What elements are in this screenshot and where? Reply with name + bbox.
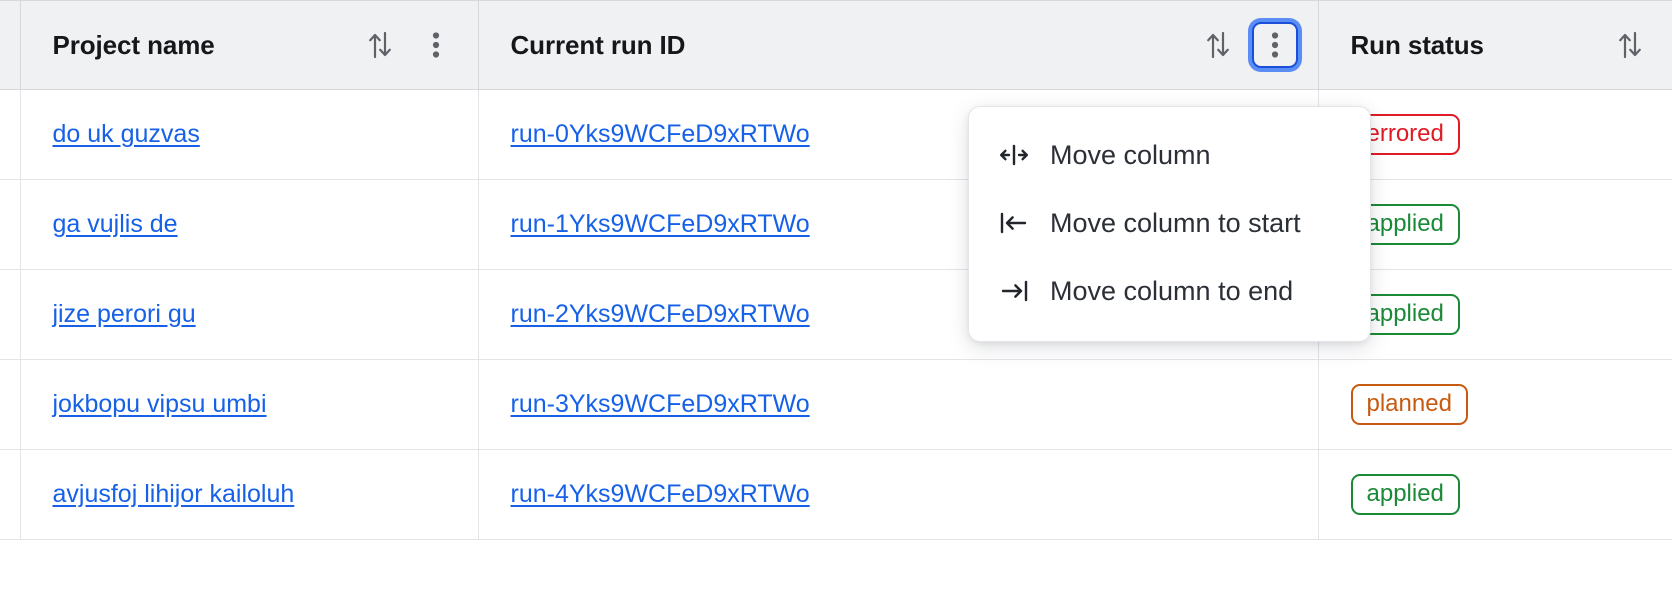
column-header-project-name[interactable]: Project name <box>20 0 479 90</box>
column-header-current-run-id[interactable]: Current run ID <box>478 0 1319 90</box>
table-row: ga vujlis de run-1Yks9WCFeD9xRTWo applie… <box>0 179 1672 270</box>
cell-run-status: planned <box>1318 359 1672 450</box>
cell-run-status: applied <box>1318 449 1672 540</box>
project-name-link[interactable]: jokbopu vipsu umbi <box>52 390 267 418</box>
arrow-to-end-icon <box>999 280 1029 302</box>
projects-table: Project name <box>0 0 1672 540</box>
cell-run-status: errored <box>1318 89 1672 180</box>
status-badge: errored <box>1350 114 1460 155</box>
table-body: do uk guzvas run-0Yks9WCFeD9xRTWo errore… <box>0 89 1672 540</box>
move-column-horizontal-icon <box>999 144 1029 166</box>
project-name-link[interactable]: avjusfoj lihijor kailoluh <box>52 480 295 508</box>
table-row: jokbopu vipsu umbi run-3Yks9WCFeD9xRTWo … <box>0 359 1672 450</box>
cell-run-status: applied <box>1318 179 1672 270</box>
table-row: jize perori gu run-2Yks9WCFeD9xRTWo appl… <box>0 269 1672 360</box>
column-title-current-run-id: Current run ID <box>510 29 686 60</box>
project-name-link[interactable]: do uk guzvas <box>52 120 200 148</box>
sort-updown-icon-run-status[interactable] <box>1608 23 1652 67</box>
cell-current-run-id: run-3Yks9WCFeD9xRTWo <box>478 359 1319 450</box>
project-name-link[interactable]: jize perori gu <box>52 300 196 328</box>
kebab-menu-icon-project-name[interactable] <box>414 23 458 67</box>
column-title-project-name: Project name <box>52 29 215 60</box>
row-selector-cell <box>0 359 21 450</box>
run-id-link[interactable]: run-4Yks9WCFeD9xRTWo <box>510 480 810 508</box>
status-badge: planned <box>1350 384 1468 425</box>
cell-current-run-id: run-4Yks9WCFeD9xRTWo <box>478 449 1319 540</box>
project-name-link[interactable]: ga vujlis de <box>52 210 178 238</box>
run-id-link[interactable]: run-1Yks9WCFeD9xRTWo <box>510 210 810 238</box>
sort-updown-icon-project-name[interactable] <box>358 23 402 67</box>
kebab-menu-icon-current-run-id[interactable] <box>1251 22 1298 68</box>
cell-run-status: applied <box>1318 269 1672 360</box>
cell-project-name: avjusfoj lihijor kailoluh <box>20 449 479 540</box>
run-id-link[interactable]: run-3Yks9WCFeD9xRTWo <box>510 390 810 418</box>
table-header: Project name <box>0 0 1672 90</box>
table-row: avjusfoj lihijor kailoluh run-4Yks9WCFeD… <box>0 449 1672 540</box>
row-selector-cell <box>0 89 21 180</box>
cell-project-name: ga vujlis de <box>20 179 479 270</box>
status-badge: applied <box>1350 474 1460 515</box>
menu-item-label: Move column to start <box>1050 207 1301 238</box>
sort-updown-icon-current-run-id[interactable] <box>1196 23 1240 67</box>
cell-project-name: do uk guzvas <box>20 89 479 180</box>
cell-project-name: jokbopu vipsu umbi <box>20 359 479 450</box>
menu-item-move-column-to-end[interactable]: Move column to end <box>969 257 1370 325</box>
row-selector-cell <box>0 449 21 540</box>
column-header-run-status[interactable]: Run status <box>1318 0 1672 90</box>
cell-project-name: jize perori gu <box>20 269 479 360</box>
run-id-link[interactable]: run-0Yks9WCFeD9xRTWo <box>510 120 810 148</box>
row-selector-cell <box>0 269 21 360</box>
table-row: do uk guzvas run-0Yks9WCFeD9xRTWo errore… <box>0 89 1672 180</box>
row-selector-header <box>0 0 21 90</box>
menu-item-label: Move column to end <box>1050 275 1294 306</box>
column-context-menu: Move column Move column to start Move co… <box>968 106 1371 342</box>
menu-item-label: Move column <box>1050 139 1211 170</box>
menu-item-move-column-to-start[interactable]: Move column to start <box>969 189 1370 257</box>
menu-item-move-column[interactable]: Move column <box>969 121 1370 189</box>
column-title-run-status: Run status <box>1350 29 1484 60</box>
run-id-link[interactable]: run-2Yks9WCFeD9xRTWo <box>510 300 810 328</box>
row-selector-cell <box>0 179 21 270</box>
header-row: Project name <box>0 0 1672 90</box>
arrow-to-start-icon <box>999 212 1029 234</box>
